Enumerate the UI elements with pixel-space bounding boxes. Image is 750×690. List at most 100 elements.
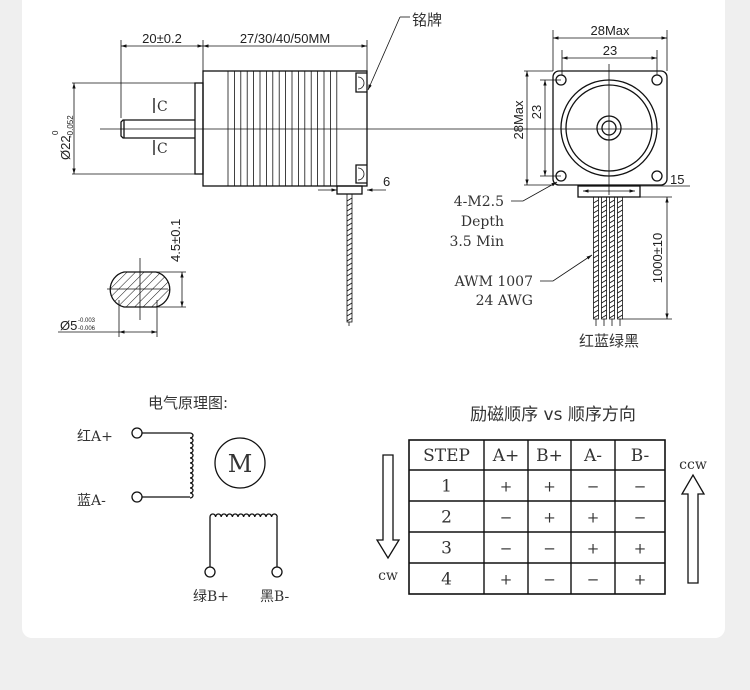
wire-twist <box>601 264 607 269</box>
nameplate-label: 铭牌 <box>412 11 442 29</box>
wire-twist <box>346 257 353 262</box>
hole-spacing-dim: 23 <box>603 43 617 58</box>
wire-twist <box>601 204 607 209</box>
wire-twist <box>601 299 607 304</box>
wire-twist <box>617 244 623 249</box>
table-cell: + <box>634 571 647 589</box>
wire-twist <box>346 262 353 267</box>
wire-twist <box>346 272 353 277</box>
wire-twist <box>346 302 353 307</box>
wire-twist <box>346 292 353 297</box>
table-cell: − <box>543 571 556 589</box>
wire-twist <box>609 219 615 224</box>
wire-twist <box>593 219 599 224</box>
wire-twist <box>609 254 615 259</box>
wire-twist <box>593 294 599 299</box>
wire-twist <box>346 312 353 317</box>
wire-twist <box>617 309 623 314</box>
wire-twist <box>593 289 599 294</box>
ccw-label: ccw <box>679 457 707 473</box>
lead-length-dim: 1000±10 <box>650 233 665 284</box>
wire-twist <box>617 199 623 204</box>
wire-twist <box>609 274 615 279</box>
wire-twist <box>593 274 599 279</box>
wire-twist <box>346 222 353 227</box>
wire-twist <box>593 234 599 239</box>
wire-twist <box>601 284 607 289</box>
shaft-tol-upper: -0.003 <box>78 318 96 324</box>
wire-twist <box>601 219 607 224</box>
rear-offset-dim: 6 <box>383 174 390 189</box>
cw-arrow <box>375 454 401 560</box>
wire-twist <box>617 209 623 214</box>
shaft-tol-lower: -0.006 <box>78 326 96 332</box>
table-cell: − <box>543 540 556 558</box>
wire-twist <box>593 254 599 259</box>
table-cell: − <box>587 478 600 496</box>
wire-twist <box>601 249 607 254</box>
table-cell: 4 <box>441 570 452 590</box>
wire-twist <box>346 287 353 292</box>
sequence-title: 励磁顺序 vs 顺序方向 <box>470 405 636 425</box>
pilot-flange <box>194 82 204 175</box>
label-a-plus: 红A+ <box>77 429 113 445</box>
wire-twist <box>601 199 607 204</box>
wire-twist <box>346 212 353 217</box>
wire-twist <box>609 199 615 204</box>
wire-twist <box>609 234 615 239</box>
table-cell: − <box>587 571 600 589</box>
wire-twist <box>346 247 353 252</box>
section-mark-bottom: C <box>157 141 168 157</box>
wire-twist <box>601 309 607 314</box>
wire-twist <box>609 309 615 314</box>
table-cell: − <box>500 540 513 558</box>
wire-twist <box>601 274 607 279</box>
table-cell: + <box>634 540 647 558</box>
label-a-minus: 蓝A- <box>77 493 106 509</box>
lead-wires <box>593 196 623 326</box>
wire-twist <box>617 219 623 224</box>
wire-twist <box>346 307 353 312</box>
wire-twist <box>593 249 599 254</box>
front-view: 28Max 23 28Max 23 15 1000±10 4-M2.5 Dept… <box>449 23 690 350</box>
table-cell: 1 <box>441 477 452 497</box>
wire-twist <box>346 317 353 322</box>
wire-twist <box>617 314 623 319</box>
wire-twist <box>617 304 623 309</box>
wire-twist <box>617 239 623 244</box>
table-cell: − <box>634 478 647 496</box>
table-header-cell: STEP <box>423 446 470 466</box>
wire-twist <box>617 299 623 304</box>
wire-twist <box>593 204 599 209</box>
width-max-dim: 28Max <box>590 23 630 38</box>
screw-note-3: 3.5 Min <box>449 234 504 250</box>
wire-twist <box>346 282 353 287</box>
wire-twist <box>601 234 607 239</box>
screw-note-1: 4-M2.5 <box>454 194 504 210</box>
pilot-tol-lower: -0.052 <box>66 115 75 138</box>
wire-twist <box>593 264 599 269</box>
section-mark-top: C <box>157 99 168 115</box>
wire-twist <box>609 264 615 269</box>
pilot-tol-upper: 0 <box>51 130 60 135</box>
wire-twist <box>617 229 623 234</box>
wire-twist <box>346 232 353 237</box>
hole-spacing-v-dim: 23 <box>529 105 544 119</box>
wire-twist <box>609 279 615 284</box>
table-cell: 3 <box>441 539 452 559</box>
wire-twist <box>601 259 607 264</box>
wire-twist <box>593 314 599 319</box>
terminal-b-plus <box>204 566 216 578</box>
wire-twist <box>609 294 615 299</box>
wire-twist <box>617 254 623 259</box>
wire-twist <box>617 204 623 209</box>
table-cell: + <box>543 509 556 527</box>
schematic-title: 电气原理图: <box>148 394 228 412</box>
wire-twist <box>617 294 623 299</box>
wire-twist <box>593 259 599 264</box>
wire-twist <box>346 297 353 302</box>
table-header-cell: B- <box>631 446 650 466</box>
wire-twist <box>617 274 623 279</box>
motor-symbol <box>214 437 266 489</box>
